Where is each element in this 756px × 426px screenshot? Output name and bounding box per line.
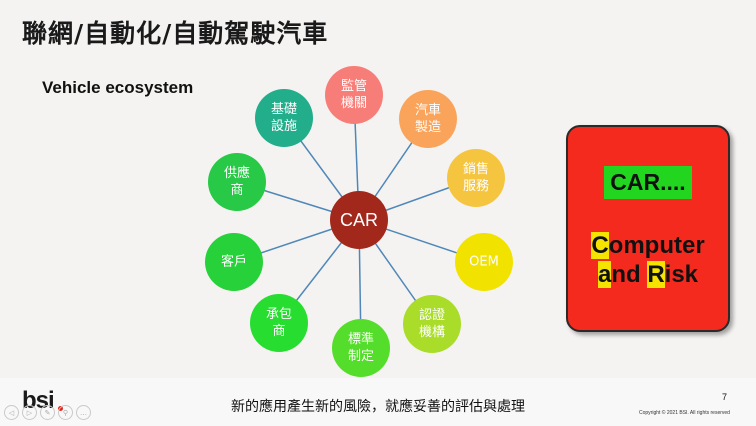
ecosystem-node-label: OEM (469, 255, 499, 270)
zoom-icon[interactable]: ⚲ (58, 405, 73, 420)
previous-slide-icon[interactable]: ◁ (4, 405, 19, 420)
car-acronym-box: CAR.... Computer and Risk (566, 125, 730, 332)
pen-icon[interactable]: ✎ (40, 405, 55, 420)
acronym-text-omputer: omputer (608, 232, 705, 259)
ecosystem-node-label: 機構 (419, 325, 445, 340)
ecosystem-node-label: 銷售 (463, 161, 489, 177)
ecosystem-node: 客戶 (205, 233, 263, 291)
ecosystem-node-label: 服務 (463, 179, 489, 194)
acronym-letter-r: R (647, 261, 665, 288)
car-center-label: CAR (340, 210, 378, 230)
ecosystem-node-label: 標準 (348, 331, 374, 347)
acronym-line-and-risk: and Risk (568, 261, 728, 289)
ecosystem-node-label: 汽車 (415, 103, 441, 118)
ecosystem-node-circle (208, 153, 266, 211)
ecosystem-node-label: 機關 (341, 96, 367, 111)
acronym-text-isk: isk (664, 261, 699, 288)
acronym-text-nd: nd (611, 261, 648, 288)
ecosystem-node-label: 設施 (271, 118, 297, 134)
ecosystem-node-circle (332, 319, 390, 377)
ecosystem-node-label: 監管 (341, 78, 367, 94)
slide-title: 聯網/自動化/自動駕駛汽車 (22, 19, 329, 48)
ecosystem-node-circle (250, 294, 308, 352)
ecosystem-node-circle (399, 90, 457, 148)
ecosystem-node: 供應商 (208, 153, 266, 211)
next-slide-icon[interactable]: ▷ (22, 405, 37, 420)
ecosystem-node-circle (325, 66, 383, 124)
slide-subtitle: Vehicle ecosystem (42, 78, 194, 97)
ecosystem-node: 承包商 (250, 294, 308, 352)
acronym-line-computer: Computer (568, 232, 728, 260)
ecosystem-node-circle (205, 233, 263, 291)
acronym-letter-c: C (591, 232, 609, 259)
ecosystem-node-label: 商 (230, 183, 243, 198)
ecosystem-node-label: 承包 (266, 307, 292, 322)
slide-footer (0, 378, 756, 426)
page-number: 7 (722, 392, 728, 402)
acronym-letter-a: a (597, 261, 612, 288)
ecosystem-node-label: 基礎 (271, 102, 297, 117)
footer-tagline: 新的應用產生新的風險，就應妥善的評估與處理 (231, 399, 525, 415)
ecosystem-node-label: 商 (272, 324, 285, 339)
ecosystem-node-circle (255, 89, 313, 147)
presentation-nav: ◁ ▷ ✎ ⚲ … (4, 405, 91, 420)
ecosystem-node-label: 供應 (224, 165, 250, 181)
ecosystem-node-circle (455, 233, 513, 291)
copyright-text: Copyright © 2021 BSI. All rights reserve… (639, 410, 730, 416)
ecosystem-node-circle (447, 149, 505, 207)
car-center-circle (330, 191, 388, 249)
ecosystem-node-label: 制定 (348, 349, 374, 364)
more-options-icon[interactable]: … (76, 405, 91, 420)
ecosystem-node-label: 製造 (415, 120, 441, 135)
ecosystem-node-label: 認證 (419, 307, 445, 323)
ecosystem-node-circle (403, 295, 461, 353)
car-banner: CAR.... (604, 166, 692, 199)
ecosystem-node: OEM (455, 233, 513, 291)
ecosystem-node-label: 客戶 (221, 254, 247, 270)
